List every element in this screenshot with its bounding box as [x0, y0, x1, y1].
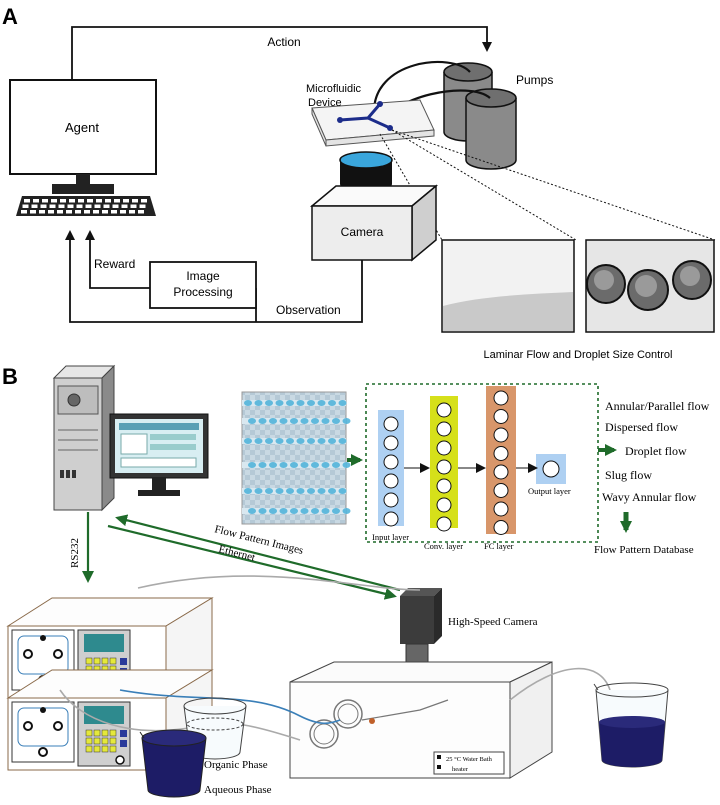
neuron	[383, 473, 399, 489]
neuron	[436, 440, 452, 456]
neuron	[436, 497, 452, 513]
panel-a-letter: A	[2, 4, 18, 29]
input-layer-label: Input layer	[372, 532, 409, 542]
rs232-label: RS232	[69, 538, 81, 568]
observation-arrow: Observation	[65, 230, 363, 323]
water-bath: 25 °C Water Bath heater	[289, 661, 553, 779]
agent-computer: Agent	[9, 79, 157, 216]
reward-label: Reward	[94, 257, 135, 271]
pc-tower	[52, 364, 116, 512]
output-layer-label: Output layer	[528, 486, 571, 496]
agent-label: Agent	[65, 120, 99, 135]
flow-type-3: Slug flow	[605, 468, 652, 482]
neuron	[493, 520, 509, 535]
image-processing-box: Image Processing	[149, 261, 257, 309]
neuron	[493, 427, 509, 443]
neuron	[493, 409, 509, 424]
microfluidic-device: Microfluidic Device	[306, 83, 435, 147]
ethernet-arrow	[107, 524, 397, 600]
flow-type-4: Wavy Annular flow	[602, 490, 697, 504]
database-label: Flow Pattern Database	[594, 544, 694, 556]
high-speed-camera: High-Speed Camera	[400, 588, 538, 671]
tube-1	[372, 60, 471, 115]
high-speed-camera-label: High-Speed Camera	[448, 616, 538, 628]
neuron	[493, 446, 509, 461]
conv-layer-label: Conv. layer	[424, 541, 463, 551]
flow-pattern-image	[241, 391, 351, 525]
neuron	[436, 421, 452, 437]
neuron	[383, 511, 399, 527]
action-label: Action	[267, 35, 300, 49]
fc-layer-label: FC layer	[484, 541, 514, 551]
flow-type-1: Dispersed flow	[605, 420, 678, 434]
camera-label: Camera	[341, 225, 384, 239]
camera: Camera	[309, 151, 439, 262]
device-label-2: Device	[308, 97, 342, 109]
aqueous-phase-beaker	[139, 729, 207, 798]
ethernet-label: Ethernet	[217, 543, 256, 564]
neuron	[383, 454, 399, 470]
laminar-caption: Laminar Flow and Droplet Size Control	[484, 349, 673, 361]
neuron	[493, 501, 509, 517]
panel-b-letter: B	[2, 364, 18, 389]
neuron	[493, 464, 509, 480]
pumps: Pumps	[443, 62, 553, 170]
neuron	[436, 516, 452, 532]
organic-phase-label: Organic Phase	[204, 759, 268, 771]
device-label-1: Microfluidic	[306, 83, 362, 95]
neuron	[383, 416, 399, 432]
pumps-label: Pumps	[516, 73, 553, 87]
image-processing-label-1: Image	[186, 269, 220, 283]
neuron	[436, 459, 452, 475]
droplet-image	[585, 239, 715, 333]
neuron	[383, 492, 399, 508]
flow-type-0: Annular/Parallel flow	[605, 399, 710, 413]
cnn-box	[365, 383, 599, 543]
image-processing-label-2: Processing	[173, 285, 232, 299]
bath-label-2: heater	[452, 766, 469, 773]
laminar-flow-image	[441, 239, 575, 333]
flow-images-arrow	[115, 514, 401, 592]
neuron	[493, 390, 509, 406]
aqueous-phase-label: Aqueous Phase	[204, 784, 272, 796]
neuron	[436, 478, 452, 494]
action-arrow: Action	[71, 26, 492, 80]
reward-arrow: Reward	[85, 230, 150, 289]
flow-type-2: Droplet flow	[625, 444, 687, 458]
agent-monitor	[9, 79, 157, 175]
bath-label-1: 25 °C Water Bath	[446, 756, 493, 763]
collection-beaker	[593, 682, 669, 768]
neuron	[436, 402, 452, 418]
observation-label: Observation	[276, 303, 341, 317]
neuron	[383, 435, 399, 451]
flow-type-list: Annular/Parallel flow Dispersed flow Dro…	[602, 399, 710, 504]
neuron	[493, 483, 509, 498]
pc-monitor	[109, 413, 209, 496]
keyboard-icon	[16, 196, 156, 216]
